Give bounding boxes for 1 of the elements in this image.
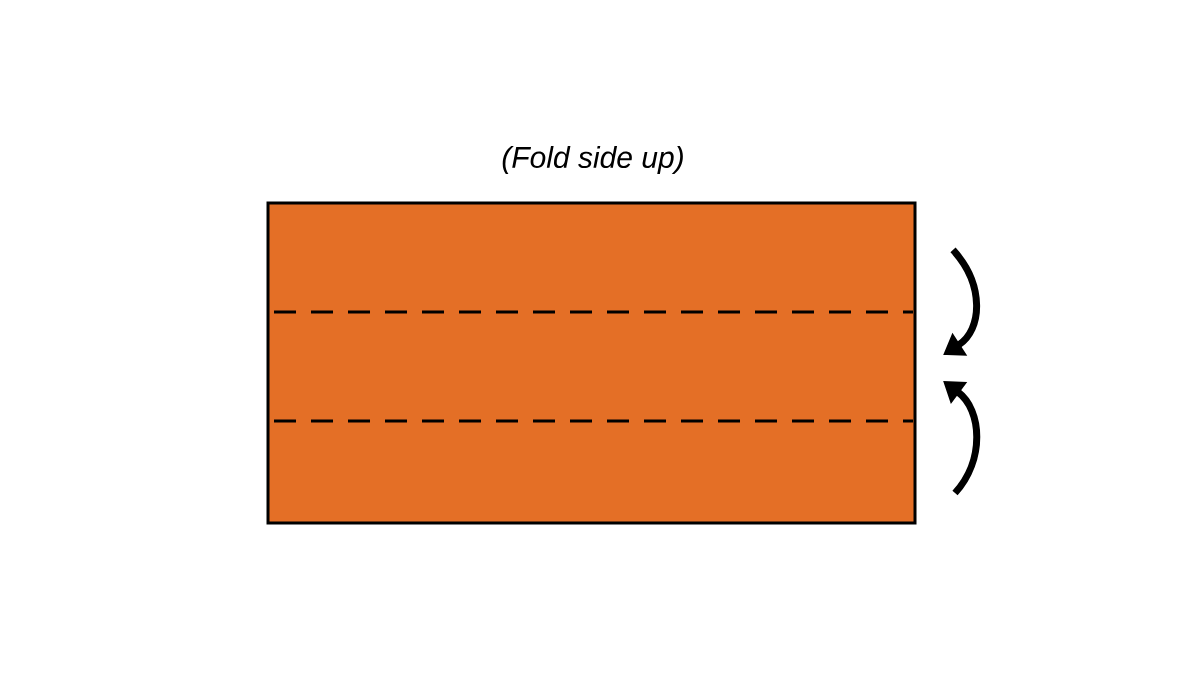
fold-note: (Fold side up) <box>502 146 683 174</box>
